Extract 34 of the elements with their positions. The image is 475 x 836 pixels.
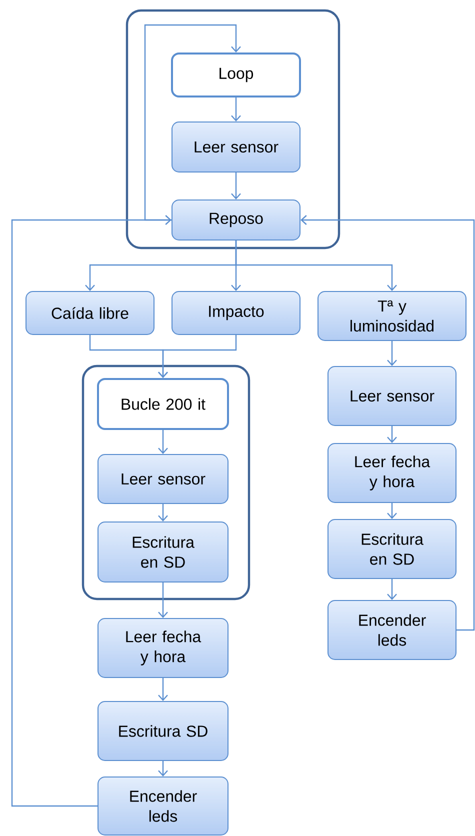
group-frame: [82, 364, 250, 600]
process-box: Leer sensor: [98, 454, 228, 504]
arrow: [158, 430, 168, 454]
arrow: [387, 341, 397, 366]
arrow: [11, 215, 172, 807]
process-box: Caída libre: [26, 291, 154, 335]
arrow: [387, 426, 397, 443]
arrow: [144, 24, 241, 221]
arrow: [300, 215, 475, 631]
process-box: Tª y luminosidad: [318, 291, 466, 341]
process-box: Leer fecha y hora: [98, 618, 228, 678]
arrow: [387, 503, 397, 519]
arrow: [158, 504, 168, 522]
process-box: Encender leds: [328, 600, 456, 660]
process-box: Leer fecha y hora: [328, 443, 456, 503]
arrow: [231, 98, 241, 122]
arrow: [158, 335, 237, 378]
process-box: Escritura SD: [98, 701, 228, 761]
start-box: Loop: [171, 52, 301, 98]
arrow: [158, 678, 168, 701]
process-box: Impacto: [172, 291, 300, 335]
process-box: Reposo: [172, 200, 300, 240]
process-box: Leer sensor: [172, 122, 300, 172]
arrow: [387, 579, 397, 600]
arrow: [235, 240, 397, 291]
arrow: [158, 582, 168, 618]
process-box: Escritura en SD: [328, 519, 456, 579]
arrow: [158, 761, 168, 776]
process-box: Encender leds: [98, 776, 228, 836]
process-box: Leer sensor: [328, 366, 456, 426]
arrow: [231, 172, 241, 200]
group-frame: [126, 9, 340, 250]
process-box: Escritura en SD: [98, 522, 228, 582]
start-box: Bucle 200 it: [97, 378, 229, 430]
